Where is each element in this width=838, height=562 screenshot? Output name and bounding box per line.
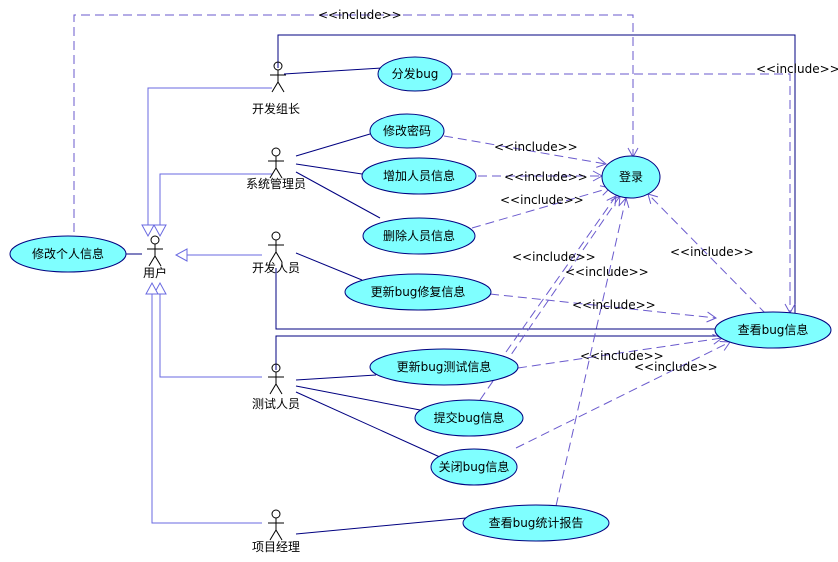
actor-developer-label: 开发人员 [252, 260, 300, 275]
assoc-admin-changepw [295, 133, 371, 157]
include-label-close-viewbug: <<include>> [634, 360, 718, 374]
usecase-distribute-bug[interactable] [377, 56, 453, 92]
actor-sys-admin-label: 系统管理员 [246, 176, 306, 191]
usecase-login[interactable] [601, 155, 661, 199]
include-label-edit-login: <<include>> [318, 8, 402, 22]
include-distribute-viewbug [452, 73, 796, 315]
usecase-view-stats-label: 查看bug统计报告 [489, 515, 584, 530]
include-label-changepw-login: <<include>> [494, 140, 578, 154]
assoc-pm-stats [295, 517, 467, 535]
assoc-admin-add [295, 163, 363, 175]
assoc-dev-viewbug [275, 268, 715, 330]
include-label-add-login: <<include>> [504, 170, 588, 184]
usecase-close-bug-label: 关闭bug信息 [439, 459, 510, 474]
generalization-dev-lead [141, 87, 272, 238]
usecase-delete-person[interactable] [362, 217, 476, 255]
actor-dev-lead-label: 开发组长 [252, 101, 300, 116]
include-label-updatetest-viewbug: <<include>> [580, 349, 664, 363]
usecase-submit-bug-label: 提交bug信息 [434, 410, 505, 425]
usecase-delete-person-label: 删除人员信息 [383, 228, 455, 243]
actor-tester-label: 测试人员 [252, 396, 300, 411]
actor-developer[interactable] [268, 231, 284, 263]
assoc-lead-viewbug [277, 34, 796, 313]
include-stats-login [555, 196, 630, 507]
usecase-update-test-label: 更新bug测试信息 [397, 359, 492, 374]
actor-pm-label: 项目经理 [252, 540, 300, 554]
usecase-update-fix-label: 更新bug修复信息 [371, 284, 466, 299]
usecase-add-person-label: 增加人员信息 [383, 168, 455, 183]
actor-dev-lead[interactable] [270, 61, 286, 93]
usecase-add-person[interactable] [361, 157, 477, 195]
include-label-delete-login: <<include>> [500, 193, 584, 207]
actor-pm[interactable] [268, 509, 284, 541]
usecase-change-password[interactable] [369, 113, 445, 149]
assoc-tester-viewbug [275, 335, 717, 370]
include-label-updatetest-login: <<include>> [512, 250, 596, 264]
usecase-edit-personal[interactable] [9, 235, 127, 273]
usecase-update-fix[interactable] [344, 273, 492, 311]
generalization-sys-admin [153, 173, 272, 238]
include-updatetest-login [505, 195, 617, 353]
include-viewbug-login [647, 193, 767, 315]
include-close-viewbug [515, 341, 731, 449]
usecase-login-label: 登录 [619, 169, 643, 184]
include-delete-login [471, 185, 611, 229]
generalization-pm [145, 281, 262, 524]
include-label-updatefix-viewbug: <<include>> [572, 298, 656, 312]
actor-sys-admin[interactable] [268, 147, 284, 179]
usecase-view-bug[interactable] [714, 311, 832, 349]
usecase-view-stats[interactable] [462, 504, 610, 542]
actor-user-label: 用户 [143, 265, 167, 280]
assoc-admin-delete [295, 171, 381, 219]
include-edit-login [73, 14, 639, 232]
usecase-view-bug-label: 查看bug信息 [738, 322, 809, 337]
assoc-dev-updatefix [295, 252, 363, 281]
usecase-change-password-label: 修改密码 [383, 123, 431, 138]
assoc-lead-distribute [283, 67, 383, 75]
assoc-tester-close [295, 391, 443, 459]
usecase-submit-bug[interactable] [414, 399, 524, 437]
include-label-viewbug-login: <<include>> [670, 245, 754, 259]
include-updatetest-viewbug [517, 333, 724, 369]
assoc-tester-updatetest [295, 374, 377, 381]
include-updatefix-viewbug [489, 293, 718, 323]
usecase-close-bug[interactable] [430, 448, 518, 486]
include-label-submit-login: <<include>> [565, 265, 649, 279]
generalization-tester [153, 281, 262, 378]
assoc-tester-submit [295, 385, 421, 411]
include-label-distribute-viewbug: <<include>> [756, 62, 838, 76]
actor-user[interactable] [147, 235, 163, 267]
usecase-edit-personal-label: 修改个人信息 [32, 246, 104, 261]
actor-tester[interactable] [268, 363, 284, 395]
usecase-distribute-bug-label: 分发bug [392, 66, 439, 81]
usecase-update-test[interactable] [369, 348, 519, 386]
